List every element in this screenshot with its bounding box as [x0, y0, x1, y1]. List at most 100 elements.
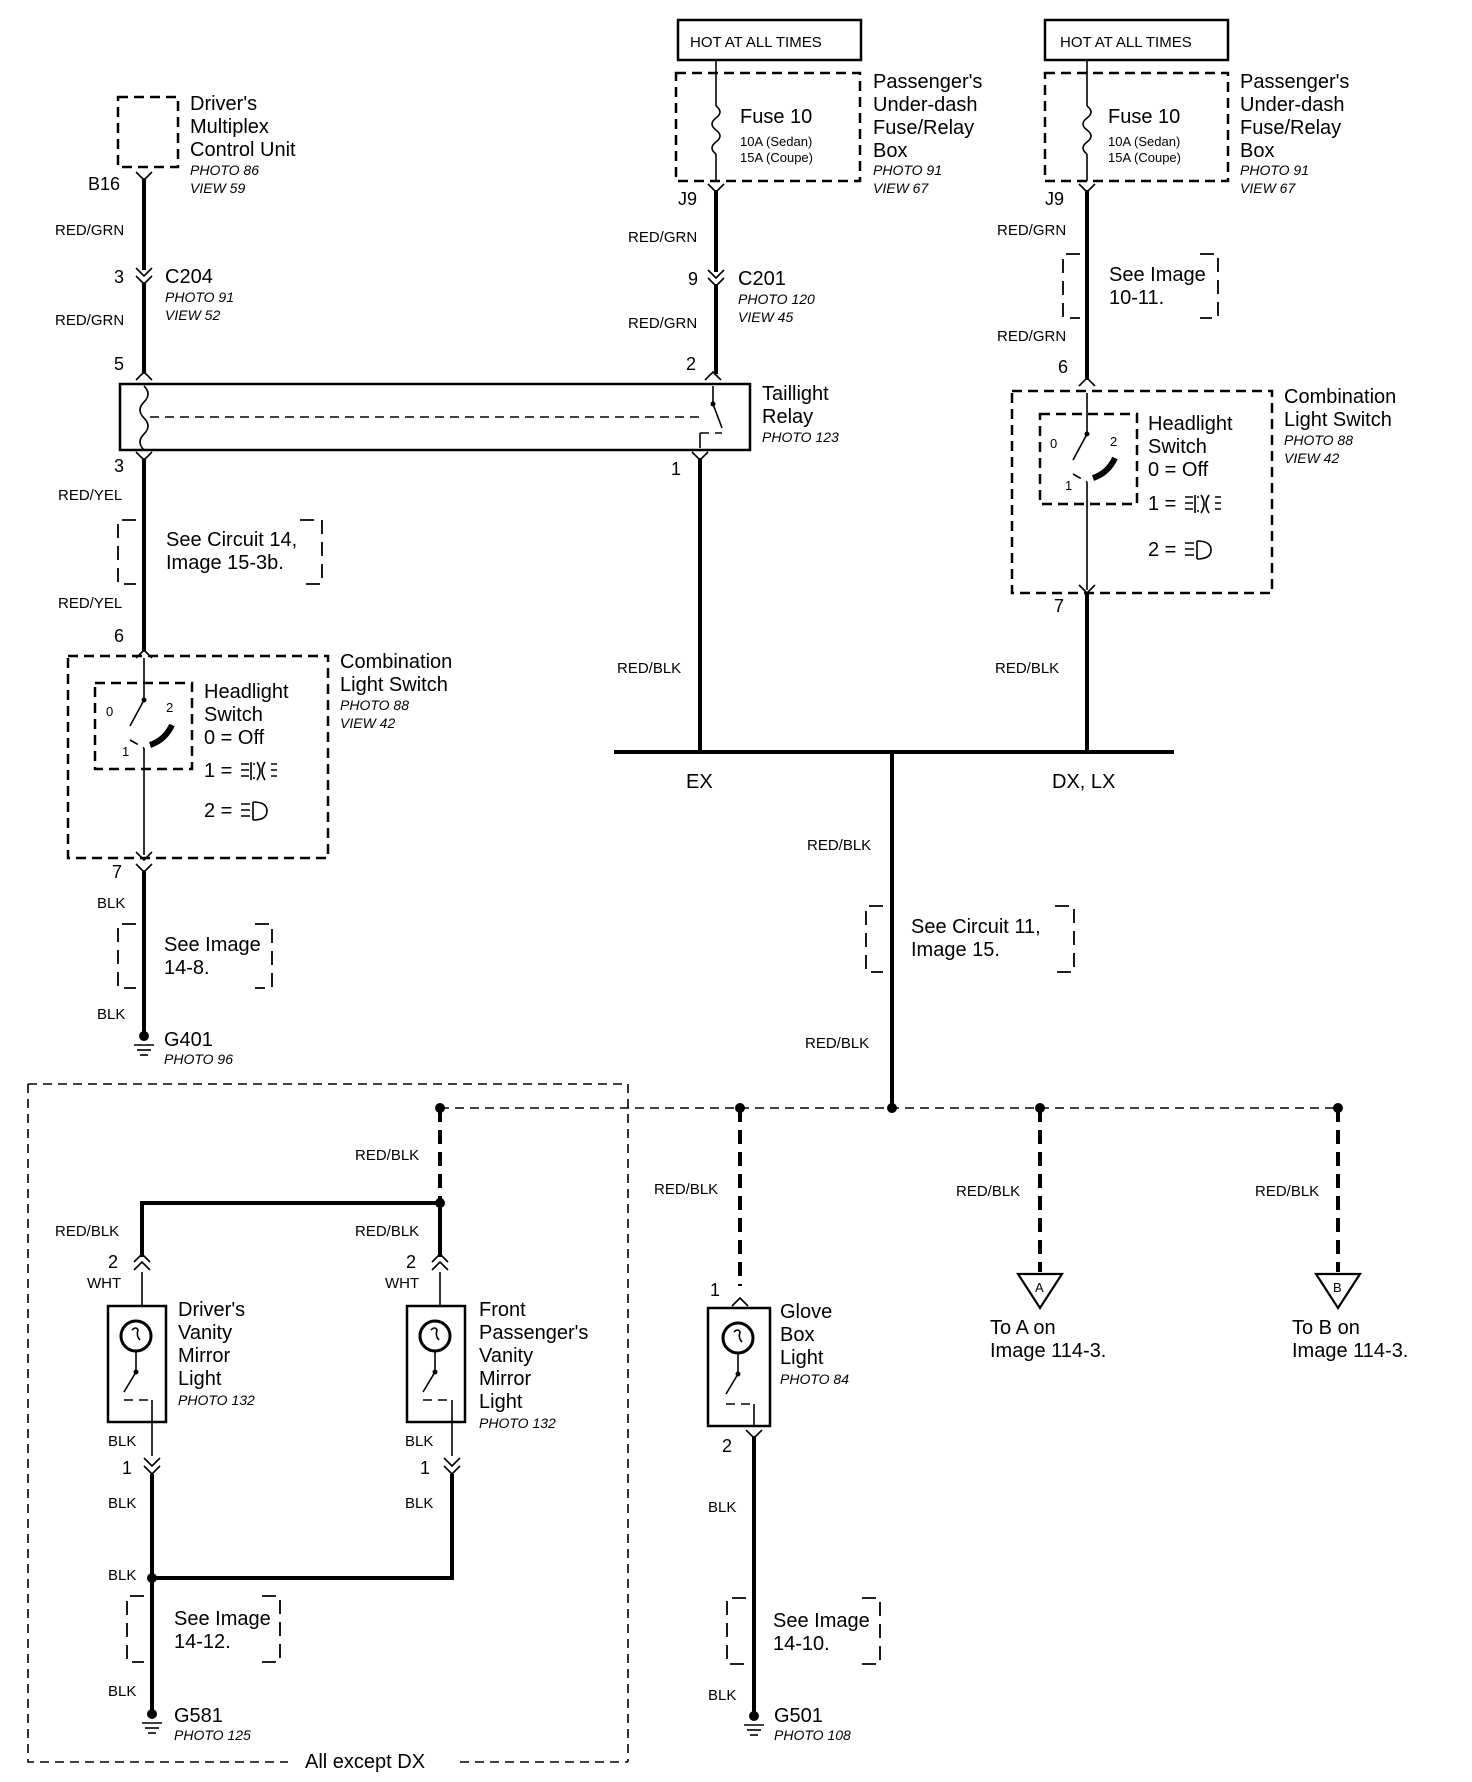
note-circuit-14-line1: See Circuit 14, — [166, 529, 297, 551]
branch-dxlx-label: DX, LX — [1052, 771, 1115, 793]
fuse-box-right: HOT AT ALL TIMES Fuse 10 10A (Sedan) 15A… — [1043, 18, 1349, 209]
c204-photo: PHOTO 91 — [165, 289, 234, 305]
fuse-box-view: VIEW 67 — [873, 180, 929, 196]
combination-switch-photo: PHOTO 88 — [1284, 432, 1353, 448]
light-outline — [706, 1306, 772, 1428]
switch-contact-icon — [725, 1373, 739, 1395]
c201-photo: PHOTO 120 — [738, 291, 815, 307]
c204-name: C204 — [165, 266, 213, 288]
fuse-box-outline — [674, 71, 862, 183]
g581-name: G581 — [174, 1705, 223, 1727]
off-page-b: RED/BLK B To B on Image 114-3. — [1255, 1108, 1408, 1362]
headlight-switch-label-2: Switch — [204, 704, 263, 726]
wire-label-red-blk: RED/BLK — [617, 660, 681, 677]
light-name-2: Passenger's — [479, 1322, 588, 1344]
g501-name: G501 — [774, 1705, 823, 1727]
headlight-switch-label-1: Headlight — [204, 681, 289, 703]
switch-pos-2: 2 — [166, 700, 173, 715]
fuse-box-left: HOT AT ALL TIMES Fuse 10 10A (Sedan) 15A… — [674, 18, 982, 209]
switch-contact-icon — [129, 699, 145, 727]
fuse-box-outline — [1043, 71, 1230, 183]
pass-vanity-pin-1: 1 — [420, 1458, 430, 1478]
off-page-a-line1: To A on — [990, 1317, 1056, 1339]
multiplex-photo: PHOTO 86 — [190, 162, 259, 178]
relay-contact-icon — [712, 403, 723, 429]
note-circuit-11-line1: See Circuit 11, — [911, 916, 1041, 938]
note-image-14-10-line2: 14-10. — [773, 1633, 830, 1655]
switch-pos-1: 1 — [122, 744, 129, 759]
fuse-box-pin: J9 — [1045, 189, 1064, 209]
fuse-rating-coupe: 15A (Coupe) — [1108, 150, 1181, 165]
off-page-connector-icon — [1313, 1272, 1363, 1311]
note-circuit-14-line2: Image 15-3b. — [166, 552, 284, 574]
combination-switch-photo: PHOTO 88 — [340, 697, 409, 713]
fuse-box-pin: J9 — [678, 189, 697, 209]
right-column: RED/GRN See Image 10-11. RED/GRN 6 — [997, 183, 1219, 387]
wire-label-red-grn: RED/GRN — [55, 222, 124, 239]
bulb-icon — [418, 1319, 452, 1353]
fuse-box-name-4: Box — [873, 140, 907, 162]
light-name-1: Glove — [780, 1301, 832, 1323]
wire-label-blk: BLK — [405, 1495, 433, 1512]
g401-name: G401 — [164, 1029, 213, 1051]
ground-g401-branch: BLK See Image 14-8. BLK G401 PHOTO 96 — [97, 870, 273, 1067]
driver-vanity-pin-2: 2 — [108, 1252, 118, 1272]
wire-label-red-blk: RED/BLK — [55, 1223, 119, 1240]
relay-name-2: Relay — [762, 406, 813, 428]
switch-left-pin-6: 6 — [114, 626, 124, 646]
fuse-rating-sedan: 10A (Sedan) — [740, 134, 812, 149]
fuse-box-name-2: Under-dash — [1240, 94, 1345, 116]
switch-right-pin-7: 7 — [1054, 596, 1064, 616]
region-label: All except DX — [305, 1751, 425, 1773]
left-column: RED/GRN 3 C204 PHOTO 91 VIEW 52 RED/GRN … — [55, 171, 234, 381]
wire-label-red-blk: RED/BLK — [1255, 1183, 1319, 1200]
note-image-10-11-line2: 10-11. — [1109, 287, 1164, 309]
note-image-14-8-line1: See Image — [164, 934, 261, 956]
switch-pos-1: 1 — [1065, 478, 1072, 493]
fuse-icon — [711, 105, 721, 155]
switch-left-pin-7: 7 — [112, 862, 122, 882]
wire-label-red-yel: RED/YEL — [58, 595, 122, 612]
ground-icon — [134, 1031, 154, 1056]
light-name-4: Light — [178, 1368, 222, 1390]
wire-label-blk: BLK — [97, 895, 125, 912]
ground-icon — [142, 1709, 162, 1734]
switch-pos-2: 2 — [1110, 434, 1117, 449]
bulb-icon — [119, 1319, 153, 1353]
wire-label-blk: BLK — [97, 1006, 125, 1023]
switch-legend-1: 1 = — [204, 760, 232, 782]
combination-switch-name-2: Light Switch — [1284, 409, 1392, 431]
wire-label-red-grn: RED/GRN — [55, 312, 124, 329]
light-outline — [106, 1304, 168, 1424]
multiplex-control-unit: Driver's Multiplex Control Unit PHOTO 86… — [88, 93, 296, 196]
bulb-icon — [721, 1321, 755, 1355]
switch-legend-2: 2 = — [1148, 539, 1176, 561]
note-image-10-11-line1: See Image — [1109, 264, 1206, 286]
g581-photo: PHOTO 125 — [174, 1727, 251, 1743]
fuse-rating-coupe: 15A (Coupe) — [740, 150, 813, 165]
light-name-3: Light — [780, 1347, 824, 1369]
headlight-switch-off: 0 = Off — [1148, 459, 1209, 481]
ground-icon — [744, 1711, 764, 1736]
note-image-14-10-line1: See Image — [773, 1610, 870, 1632]
off-page-b-line2: Image 114-3. — [1292, 1340, 1408, 1362]
off-page-a: RED/BLK A To A on Image 114-3. — [956, 1108, 1106, 1362]
all-except-dx-region: All except DX — [27, 1083, 629, 1773]
relay-outline — [118, 382, 752, 452]
driver-vanity-pin-1: 1 — [122, 1458, 132, 1478]
wire-label-red-blk: RED/BLK — [355, 1223, 419, 1240]
wire-label-blk: BLK — [108, 1433, 136, 1450]
off-page-b-letter: B — [1333, 1280, 1342, 1295]
g501-photo: PHOTO 108 — [774, 1727, 851, 1743]
headlight-icon — [1185, 540, 1212, 560]
off-page-connector-icon — [1015, 1272, 1065, 1311]
combination-switch-name-1: Combination — [1284, 386, 1396, 408]
hot-at-all-times-box — [676, 18, 863, 62]
off-page-b-line1: To B on — [1292, 1317, 1360, 1339]
relay-pin-3: 3 — [114, 456, 124, 476]
multiplex-name-2: Multiplex — [190, 116, 269, 138]
switch-contact-icon — [1072, 433, 1088, 461]
note-circuit-11-line2: Image 15. — [911, 939, 1000, 961]
fuse-box-name-2: Under-dash — [873, 94, 978, 116]
wire-label-red-grn: RED/GRN — [997, 328, 1066, 345]
